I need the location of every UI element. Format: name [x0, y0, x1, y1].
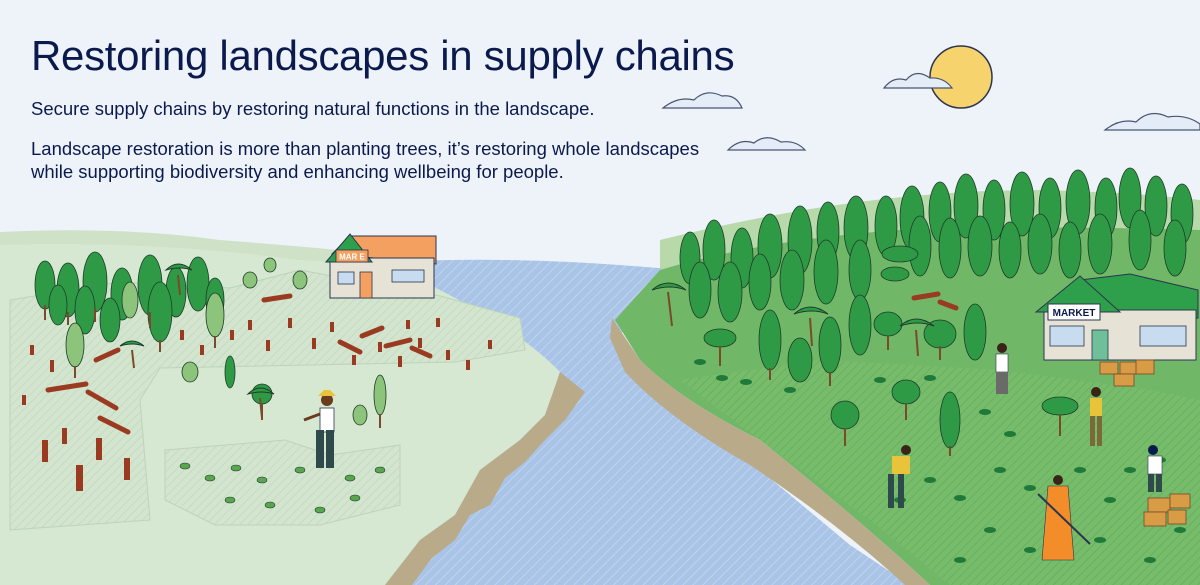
sun-icon — [929, 45, 993, 109]
river-bank-left — [385, 372, 585, 585]
planted-plot — [164, 439, 401, 526]
farmer-figure-left — [303, 390, 336, 468]
page-title: Restoring landscapes in supply chains — [31, 32, 735, 79]
left-market-building: MAR E — [324, 233, 437, 299]
page-subtitle: Secure supply chains by restoring natura… — [31, 98, 595, 119]
right-market-sign: MARKET — [1053, 308, 1096, 319]
right-market-building: MARKET — [1034, 273, 1199, 361]
right-forest — [679, 167, 1194, 449]
cloud-icon — [661, 72, 1200, 151]
fallen-logs — [45, 291, 959, 435]
left-tree-trunks — [44, 305, 381, 428]
produce-crates — [1099, 359, 1191, 527]
river-bank-right — [610, 318, 930, 585]
crop-plants — [694, 359, 1186, 563]
degraded-plot-1 — [9, 269, 526, 531]
right-tree-trunks — [719, 336, 1061, 456]
palm-tree-icon — [651, 282, 935, 357]
tree-stumps — [22, 318, 492, 491]
farmer-figures-right — [888, 343, 1163, 561]
left-forest — [34, 251, 387, 426]
saplings — [179, 462, 386, 514]
palm-tree-icon — [119, 263, 275, 419]
page-description: Landscape restoration is more than plant… — [31, 138, 700, 182]
left-market-sign: MAR E — [339, 253, 365, 262]
